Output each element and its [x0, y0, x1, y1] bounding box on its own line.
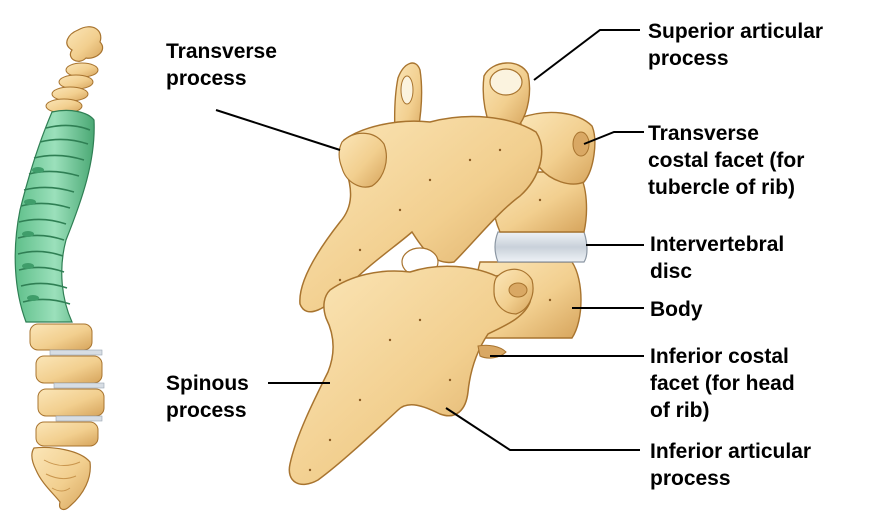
label-transverse-process: Transverse process: [166, 38, 277, 92]
leader-transverse-process: [216, 110, 340, 150]
vertebral-column: [15, 27, 104, 510]
label-transverse-costal-facet: Transverse costal facet (for tubercle of…: [648, 120, 804, 201]
label-spinous-process: Spinous process: [166, 370, 249, 424]
label-intervertebral-disc: Intervertebral disc: [650, 231, 784, 285]
label-inferior-articular-process: Inferior articular process: [650, 438, 811, 492]
label-inferior-costal-facet: Inferior costal facet (for head of rib): [650, 343, 795, 424]
cervical-region: [46, 27, 103, 113]
lumbar-region: [30, 324, 104, 446]
leader-superior-articular-process: [534, 30, 640, 80]
label-superior-articular-process: Superior articular process: [648, 18, 823, 72]
sacrum: [32, 448, 90, 510]
thoracic-region: [15, 110, 94, 322]
leader-inferior-articular-process: [446, 408, 640, 450]
vertebrae-illustration: [289, 63, 595, 484]
label-body: Body: [650, 296, 703, 323]
